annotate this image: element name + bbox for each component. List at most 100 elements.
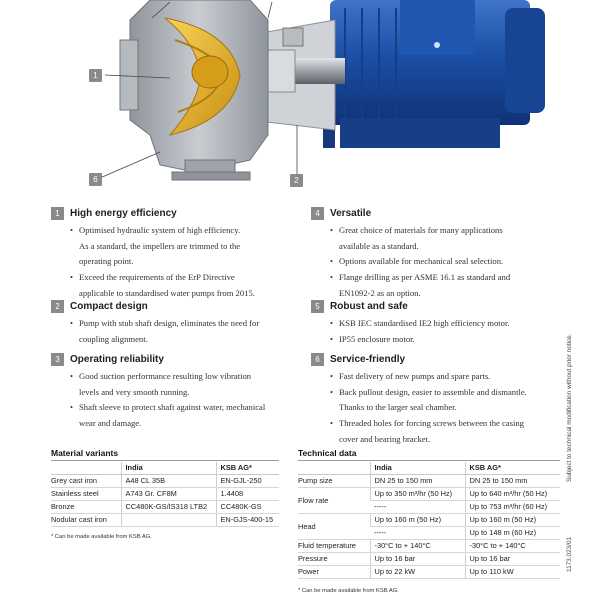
callout-2: 2 bbox=[290, 174, 303, 187]
feature-list: Pump with stub shaft design, eliminates … bbox=[51, 317, 296, 346]
feature-list: KSB IEC standardised IE2 high efficiency… bbox=[311, 317, 571, 347]
feature-versatile: 4 Versatile Great choice of materials fo… bbox=[311, 206, 571, 303]
feature-item: Pump with stub shaft design, eliminates … bbox=[51, 317, 296, 331]
impeller bbox=[164, 17, 241, 136]
feature-item: Flange drilling as per ASME 16.1 as stan… bbox=[311, 271, 571, 285]
table-cell: Pump size bbox=[298, 474, 370, 488]
column-header: India bbox=[369, 462, 465, 475]
column-header: KSB AG* bbox=[215, 462, 279, 475]
feature-title: High energy efficiency bbox=[70, 207, 177, 219]
technical-table-rule bbox=[298, 460, 560, 461]
table-cell: Nodular cast iron bbox=[51, 513, 121, 527]
feature-item: Options available for mechanical seal se… bbox=[311, 255, 571, 269]
feature-item: Fast delivery of new pumps and spare par… bbox=[311, 370, 571, 384]
feature-list: Fast delivery of new pumps and spare par… bbox=[311, 370, 571, 446]
table-cell: A48 CL 35B bbox=[120, 474, 216, 488]
technical-table-footnote: * Can be made available from KSB AG. bbox=[298, 588, 399, 594]
table-cell: Power bbox=[298, 565, 370, 579]
feature-compact-design: 2 Compact design Pump with stub shaft de… bbox=[51, 299, 296, 348]
feature-title: Versatile bbox=[330, 207, 372, 219]
table-row-power: Power Up to 22 kW Up to 110 kW bbox=[298, 565, 560, 579]
document-code: 1173.023/01 bbox=[566, 536, 573, 572]
callout-6: 6 bbox=[89, 173, 102, 186]
feature-number: 5 bbox=[311, 299, 324, 313]
table-cell: EN-GJS-400-15 bbox=[215, 513, 279, 527]
material-table-rule bbox=[51, 460, 279, 461]
table-cell: Up to 350 m³/hr (50 Hz) bbox=[369, 487, 465, 501]
table-cell: Pressure bbox=[298, 552, 370, 566]
table-cell: CC480K-GS/IS318 LTB2 bbox=[120, 500, 216, 514]
table-cell: Up to 16 bar bbox=[369, 552, 465, 566]
table-cell: Up to 148 m (60 Hz) bbox=[464, 526, 560, 540]
feature-item: Threaded holes for forcing screws betwee… bbox=[311, 417, 571, 431]
table-header-row: India KSB AG* bbox=[298, 462, 560, 475]
table-cell: Up to 640 m³/hr (50 Hz) bbox=[464, 487, 560, 501]
table-cell: -30°C to + 140°C bbox=[369, 539, 465, 553]
feature-item: Thanks to the larger seal chamber. bbox=[339, 402, 457, 413]
table-row-fluid-temperature: Fluid temperature -30°C to + 140°C -30°C… bbox=[298, 539, 560, 553]
feature-item: Good suction performance resulting low v… bbox=[51, 370, 296, 384]
technical-table-title: Technical data bbox=[298, 448, 357, 458]
feature-item: applicable to standardised water pumps f… bbox=[79, 287, 255, 298]
table-cell: Up to 16 bar bbox=[464, 552, 560, 566]
feature-item: IP55 enclosure motor. bbox=[311, 333, 571, 347]
feature-high-energy-efficiency: 1 High energy efficiency Optimised hydra… bbox=[51, 206, 296, 303]
feature-item: Back pullout design, easier to assemble … bbox=[311, 386, 571, 400]
table-cell: Up to 753 m³/hr (60 Hz) bbox=[464, 500, 560, 514]
feature-robust-and-safe: 5 Robust and safe KSB IEC standardised I… bbox=[311, 299, 571, 348]
table-header-row: India KSB AG* bbox=[51, 462, 279, 475]
table-cell: A743 Gr. CF8M bbox=[120, 487, 216, 501]
callout-1: 1 bbox=[89, 69, 102, 82]
table-cell: Up to 22 kW bbox=[369, 565, 465, 579]
table-cell: Stainless steel bbox=[51, 487, 121, 501]
table-cell: Head bbox=[298, 513, 370, 540]
feature-item: coupling alignment. bbox=[79, 333, 148, 344]
table-row-pressure: Pressure Up to 16 bar Up to 16 bar bbox=[298, 552, 560, 566]
table-row-flow-rate-60hz: ----- Up to 753 m³/hr (60 Hz) bbox=[298, 500, 560, 514]
feature-item: Great choice of materials for many appli… bbox=[311, 224, 571, 238]
table-row-head: Head Up to 160 m (50 Hz) Up to 160 m (50… bbox=[298, 513, 560, 540]
table-cell: DN 25 to 150 mm bbox=[464, 474, 560, 488]
feature-item: Optimised hydraulic system of high effic… bbox=[51, 224, 296, 238]
feature-number: 6 bbox=[311, 352, 324, 366]
feature-item: available as a standard. bbox=[339, 240, 419, 251]
table-cell: Grey cast iron bbox=[51, 474, 121, 488]
material-variants-table: India KSB AG* Grey cast iron A48 CL 35B … bbox=[51, 462, 279, 527]
feature-item: wear and damage. bbox=[79, 418, 142, 429]
table-row-flow-rate: Flow rate Up to 350 m³/hr (50 Hz) Up to … bbox=[298, 487, 560, 514]
column-header: India bbox=[120, 462, 216, 475]
table-cell: Up to 160 m (50 Hz) bbox=[464, 513, 560, 527]
table-cell: DN 25 to 150 mm bbox=[369, 474, 465, 488]
table-cell: -30°C to + 140°C bbox=[464, 539, 560, 553]
feature-item: EN1092-2 as an option. bbox=[339, 287, 421, 298]
table-row-head-60hz: ----- Up to 148 m (60 Hz) bbox=[298, 526, 560, 540]
table-cell: CC480K-GS bbox=[215, 500, 279, 514]
feature-title: Compact design bbox=[70, 300, 148, 312]
feature-service-friendly: 6 Service-friendly Fast delivery of new … bbox=[311, 352, 571, 449]
table-row: Stainless steel A743 Gr. CF8M 1.4408 bbox=[51, 487, 279, 501]
column-header: KSB AG* bbox=[464, 462, 560, 475]
table-cell: ----- bbox=[370, 526, 465, 540]
material-table-footnote: * Can be made available from KSB AG. bbox=[51, 534, 152, 540]
feature-item: cover and bearing bracket. bbox=[339, 433, 431, 444]
feature-item: KSB IEC standardised IE2 high efficiency… bbox=[311, 317, 571, 331]
table-cell: Up to 110 kW bbox=[464, 565, 560, 579]
column-header bbox=[51, 462, 121, 475]
table-cell: 1.4408 bbox=[215, 487, 279, 501]
technical-data-table: India KSB AG* Pump size DN 25 to 150 mm … bbox=[298, 462, 560, 579]
table-cell: Up to 160 m (50 Hz) bbox=[369, 513, 465, 527]
table-row-pump-size: Pump size DN 25 to 150 mm DN 25 to 150 m… bbox=[298, 474, 560, 488]
feature-number: 3 bbox=[51, 352, 64, 366]
feature-list: Great choice of materials for many appli… bbox=[311, 224, 571, 300]
table-row: Nodular cast iron EN-GJS-400-15 bbox=[51, 513, 279, 527]
table-cell: EN-GJL-250 bbox=[215, 474, 279, 488]
feature-title: Operating reliability bbox=[70, 353, 164, 365]
table-cell: Flow rate bbox=[298, 487, 370, 514]
feature-number: 1 bbox=[51, 206, 64, 220]
feature-item: levels and very smooth running. bbox=[79, 386, 190, 397]
motor bbox=[323, 0, 545, 148]
feature-list: Optimised hydraulic system of high effic… bbox=[51, 224, 296, 300]
feature-item: As a standard, the impellers are trimmed… bbox=[79, 240, 241, 251]
feature-item: Exceed the requirements of the ErP Direc… bbox=[51, 271, 296, 285]
feature-item: Shaft sleeve to protect shaft against wa… bbox=[51, 401, 296, 415]
